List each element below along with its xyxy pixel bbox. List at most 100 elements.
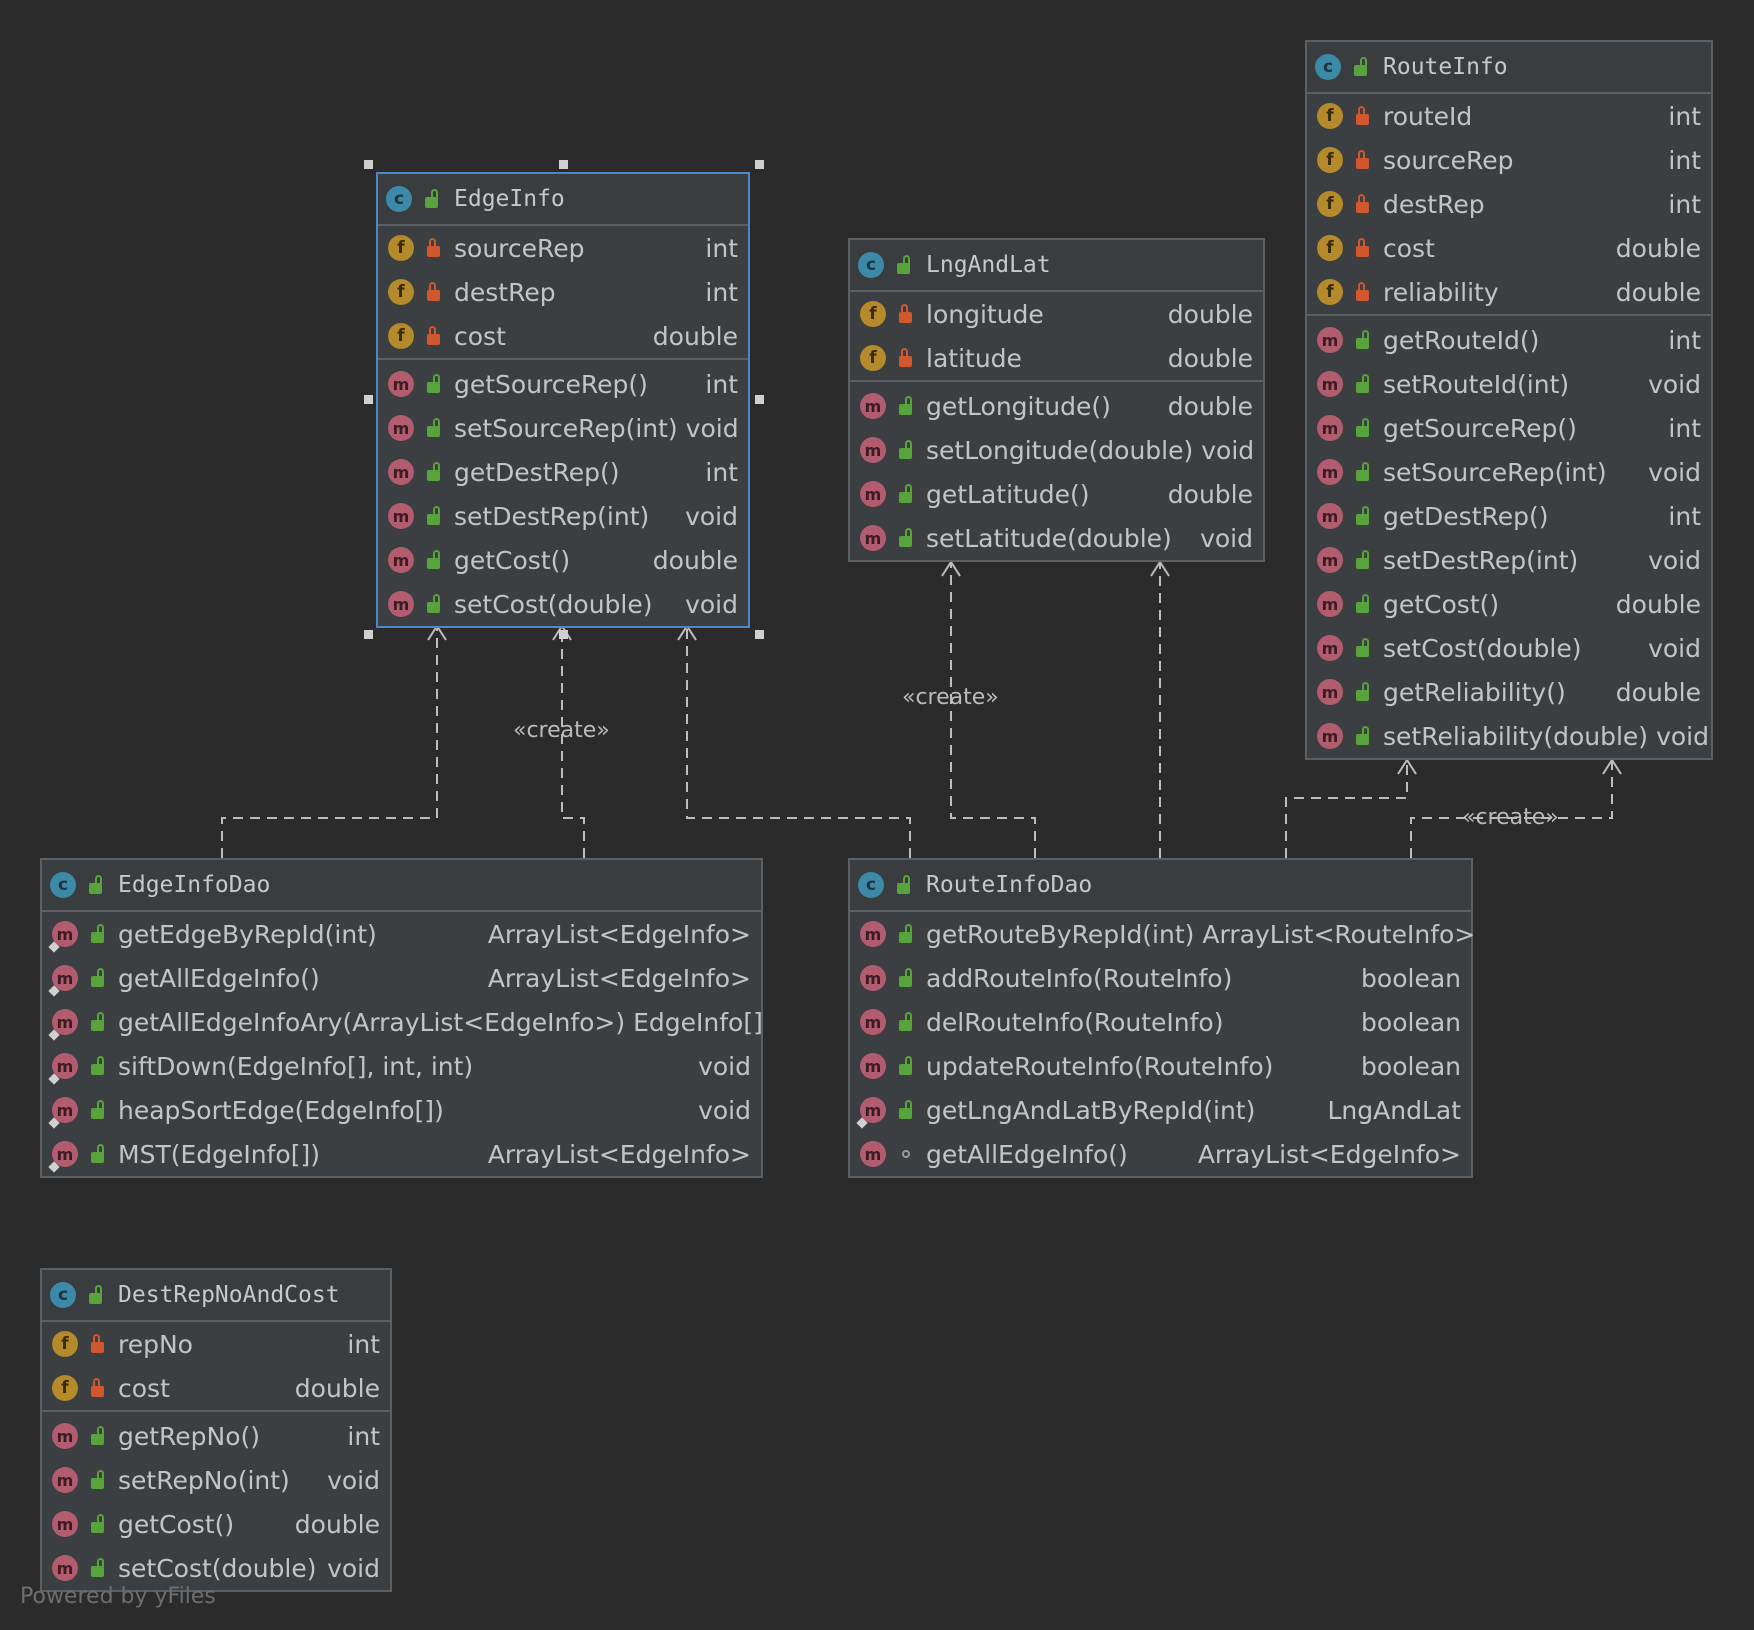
method-name: getRepNo() [118,1421,261,1451]
public-lock-icon [898,1100,914,1120]
class-badge-icon: c [386,186,412,212]
public-lock-icon [426,462,442,482]
public-lock-icon [898,924,914,944]
method-return-type: void [1200,523,1253,553]
method-return-type: double [294,1509,380,1539]
resize-handle[interactable] [364,630,373,639]
field-badge-icon: f [1317,103,1343,129]
resize-handle[interactable] [559,630,568,639]
resize-handle[interactable] [755,395,764,404]
private-lock-icon [1355,282,1371,302]
method-return-type: boolean [1361,1051,1461,1081]
field-name: destRep [454,277,556,307]
method-badge-icon: m [388,547,414,573]
class-badge-icon: c [50,1282,76,1308]
resize-handle[interactable] [559,160,568,169]
method-badge-icon: m [48,965,78,997]
method-return-type: ArrayList<EdgeInfo> [1197,1139,1461,1169]
field-type: int [1668,145,1701,175]
public-lock-icon [898,440,914,460]
public-lock-icon [1355,594,1371,614]
arrowhead [677,624,697,641]
resize-handle[interactable] [755,160,764,169]
method-return-type: LngAndLat [1327,1095,1461,1125]
private-lock-icon [426,282,442,302]
field-name: sourceRep [1383,145,1514,175]
method-name: updateRouteInfo(RouteInfo) [926,1051,1274,1081]
resize-handle[interactable] [364,160,373,169]
public-lock-icon [1355,330,1371,350]
method-badge-icon: m [860,437,886,463]
private-lock-icon [1355,150,1371,170]
resize-handle[interactable] [755,630,764,639]
resize-handle[interactable] [364,395,373,404]
method-name: heapSortEdge(EdgeInfo[]) [118,1095,444,1125]
public-lock-icon [1355,462,1371,482]
class-badge-icon: c [858,872,884,898]
public-lock-icon [898,396,914,416]
